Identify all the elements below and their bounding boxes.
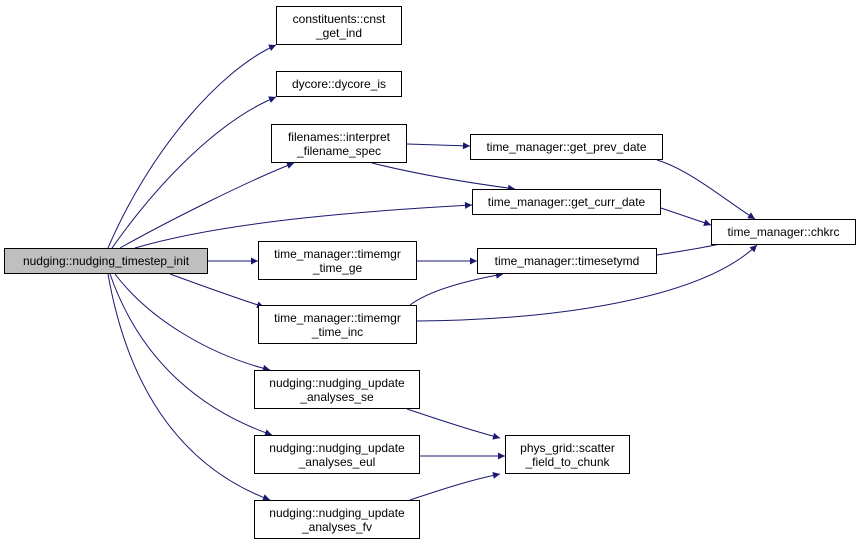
edge-root-to-update-analyses-se [114,273,271,372]
edge-timemgr-time-inc-to-chkrc [416,244,758,322]
node-label-line-2: _field_to_chunk [525,454,610,469]
node-time-manager-timemgr-time-ge[interactable]: time_manager::timemgr _time_ge [258,241,417,280]
node-constituents-cnst-get-ind[interactable]: constituents::cnst _get_ind [276,6,402,45]
edge-root-to-timemgr-time-inc [169,273,265,309]
node-label-line-2: _filename_spec [296,143,382,158]
node-label-line-1: phys_grid::scatter [520,440,615,455]
node-label-line-2: _time_ge [312,260,363,275]
edge-interpret-filename-spec-to-get-curr-date [371,162,516,192]
edge-get-curr-date-to-chkrc [660,207,712,227]
node-label-line-1: nudging::nudging_update [269,505,405,520]
edge-update-analyses-se-to-scatter-field-to-chunk [406,408,501,440]
node-time-manager-get-prev-date[interactable]: time_manager::get_prev_date [470,134,663,160]
edge-root-to-update-analyses-eul [109,273,273,437]
node-label-line-1: nudging::nudging_update [269,440,405,455]
node-time-manager-chkrc[interactable]: time_manager::chkrc [711,219,856,245]
edge-get-prev-date-to-chkrc [656,159,756,220]
edge-update-analyses-fv-to-scatter-field-to-chunk [409,471,501,501]
node-label-line-1: constituents::cnst [292,11,386,26]
node-nudging-timestep-init: nudging::nudging_timestep_init [4,248,208,274]
node-label: time_manager::chkrc [727,225,840,239]
node-time-manager-get-curr-date[interactable]: time_manager::get_curr_date [472,189,661,215]
node-time-manager-timesetymd[interactable]: time_manager::timesetymd [477,248,657,274]
node-nudging-update-analyses-fv[interactable]: nudging::nudging_update _analyses_fv [254,500,420,539]
edge-root-to-update-analyses-fv [107,273,271,501]
node-phys-grid-scatter-field-to-chunk[interactable]: phys_grid::scatter _field_to_chunk [505,435,630,474]
node-label-line-2: _analyses_se [300,389,374,404]
edge-root-to-get-curr-date [134,201,473,249]
node-dycore-dycore-is[interactable]: dycore::dycore_is [276,71,402,97]
node-time-manager-timemgr-time-inc[interactable]: time_manager::timemgr _time_inc [258,305,417,344]
node-label-line-2: _analyses_eul [298,454,376,469]
node-label: time_manager::get_prev_date [486,140,647,154]
edge-timemgr-time-inc-to-timesetymd [409,271,504,306]
edge-root-to-dycore-is [111,96,277,249]
node-label-line-2: _analyses_fv [301,519,373,534]
node-label-line-1: nudging::nudging_update [269,375,405,390]
node-label: nudging::nudging_timestep_init [22,254,190,268]
node-label: dycore::dycore_is [291,77,387,91]
node-label: time_manager::timesetymd [494,254,640,268]
node-nudging-update-analyses-se[interactable]: nudging::nudging_update _analyses_se [254,370,420,409]
node-filenames-interpret-filename-spec[interactable]: filenames::interpret _filename_spec [271,124,407,163]
node-label-line-2: _time_inc [311,324,364,339]
node-label-line-2: _get_ind [315,25,363,40]
node-label-line-1: time_manager::timemgr [274,310,401,325]
edge-interpret-filename-spec-to-get-prev-date [406,142,471,150]
node-label-line-1: time_manager::timemgr [274,246,401,261]
node-nudging-update-analyses-eul[interactable]: nudging::nudging_update _analyses_eul [254,435,420,474]
node-label-line-1: filenames::interpret [287,129,391,144]
edge-root-to-cnst-get-ind [107,44,277,249]
node-label: time_manager::get_curr_date [487,195,646,209]
edge-root-to-interpret-filename-spec [119,162,295,249]
